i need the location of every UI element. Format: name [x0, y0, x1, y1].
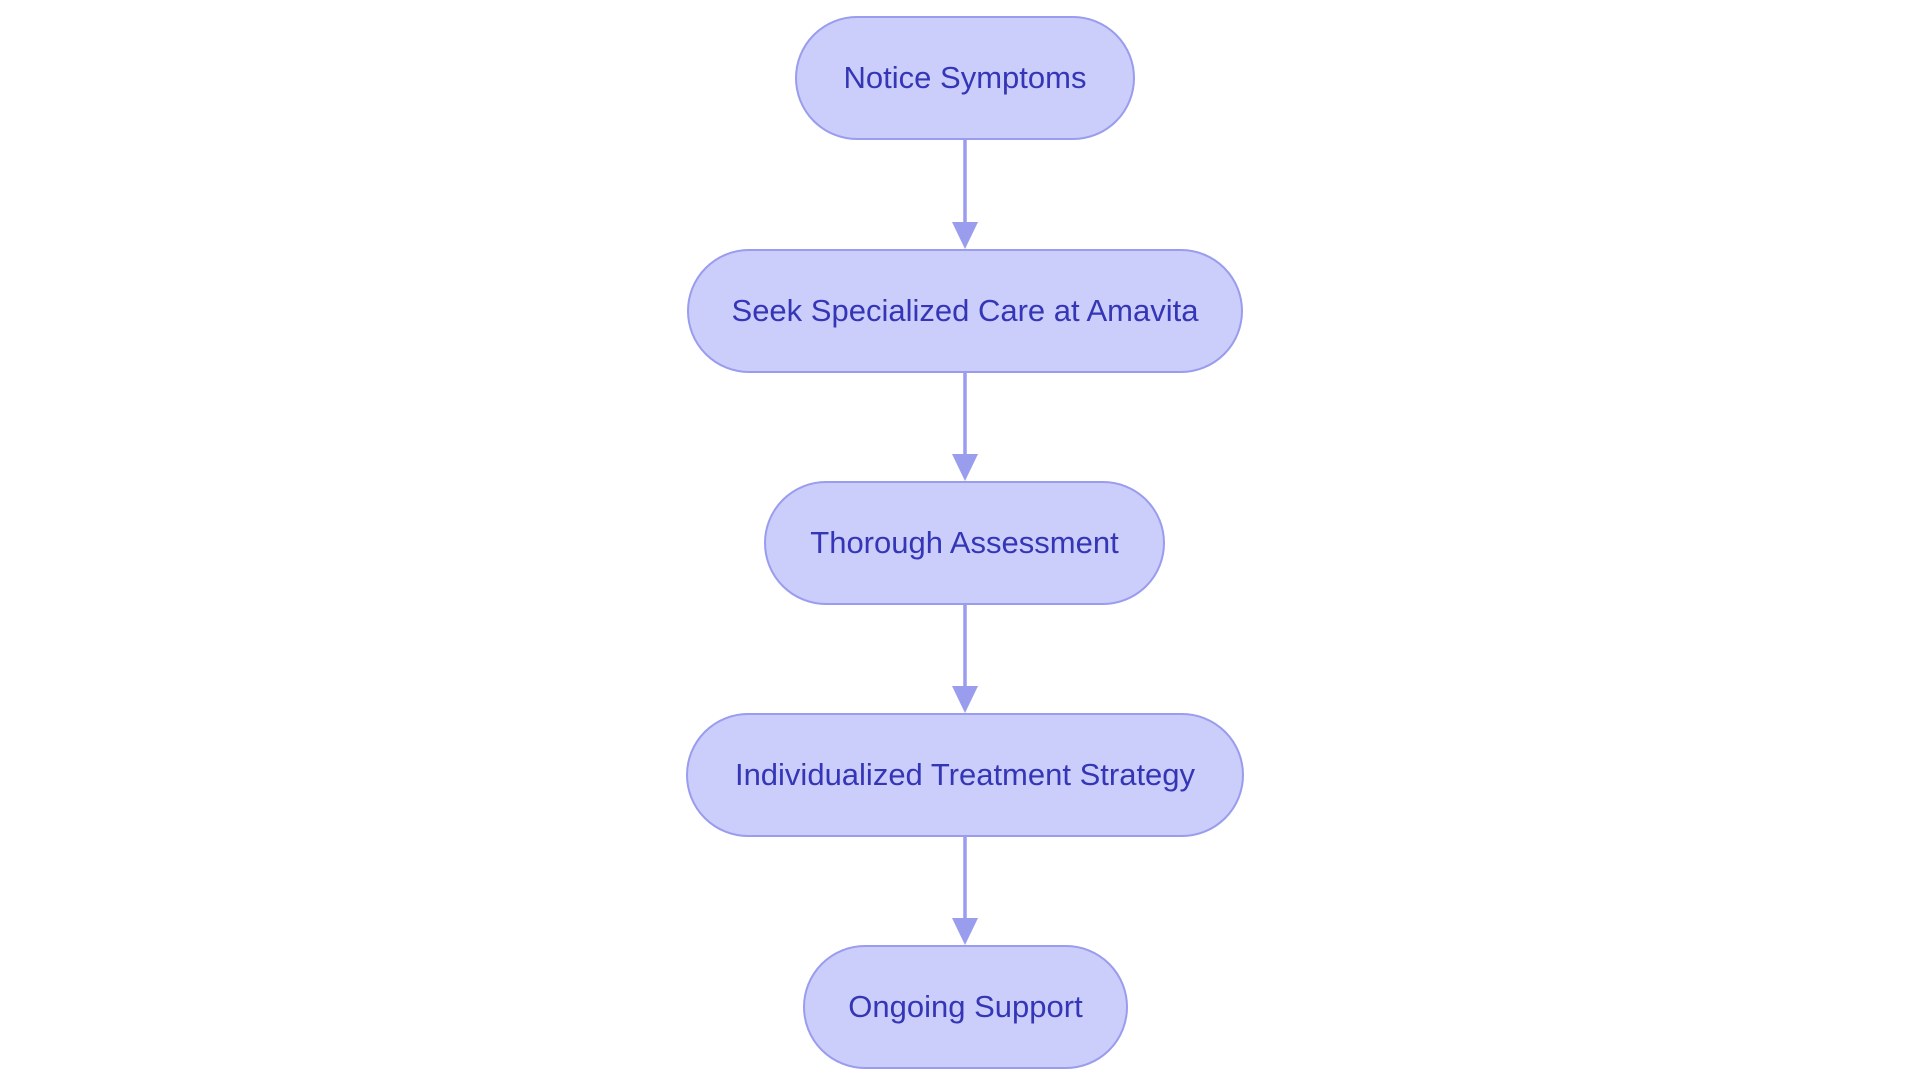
node-label: Notice Symptoms: [843, 60, 1087, 95]
edge-seek-to-assessment: [952, 373, 978, 481]
node-label: Thorough Assessment: [810, 525, 1119, 560]
node-label: Ongoing Support: [848, 989, 1083, 1024]
node-notice-symptoms: Notice Symptoms: [795, 16, 1135, 140]
node-label: Individualized Treatment Strategy: [734, 757, 1196, 792]
node-individualized-treatment-strategy: Individualized Treatment Strategy: [686, 713, 1244, 837]
edge-assessment-to-treatment: [952, 605, 978, 713]
node-thorough-assessment: Thorough Assessment: [764, 481, 1165, 605]
edge-notice-to-seek: [952, 140, 978, 249]
node-seek-specialized-care: Seek Specialized Care at Amavita: [687, 249, 1243, 373]
edge-treatment-to-support: [952, 837, 978, 945]
node-label: Seek Specialized Care at Amavita: [731, 293, 1199, 328]
node-ongoing-support: Ongoing Support: [803, 945, 1128, 1069]
